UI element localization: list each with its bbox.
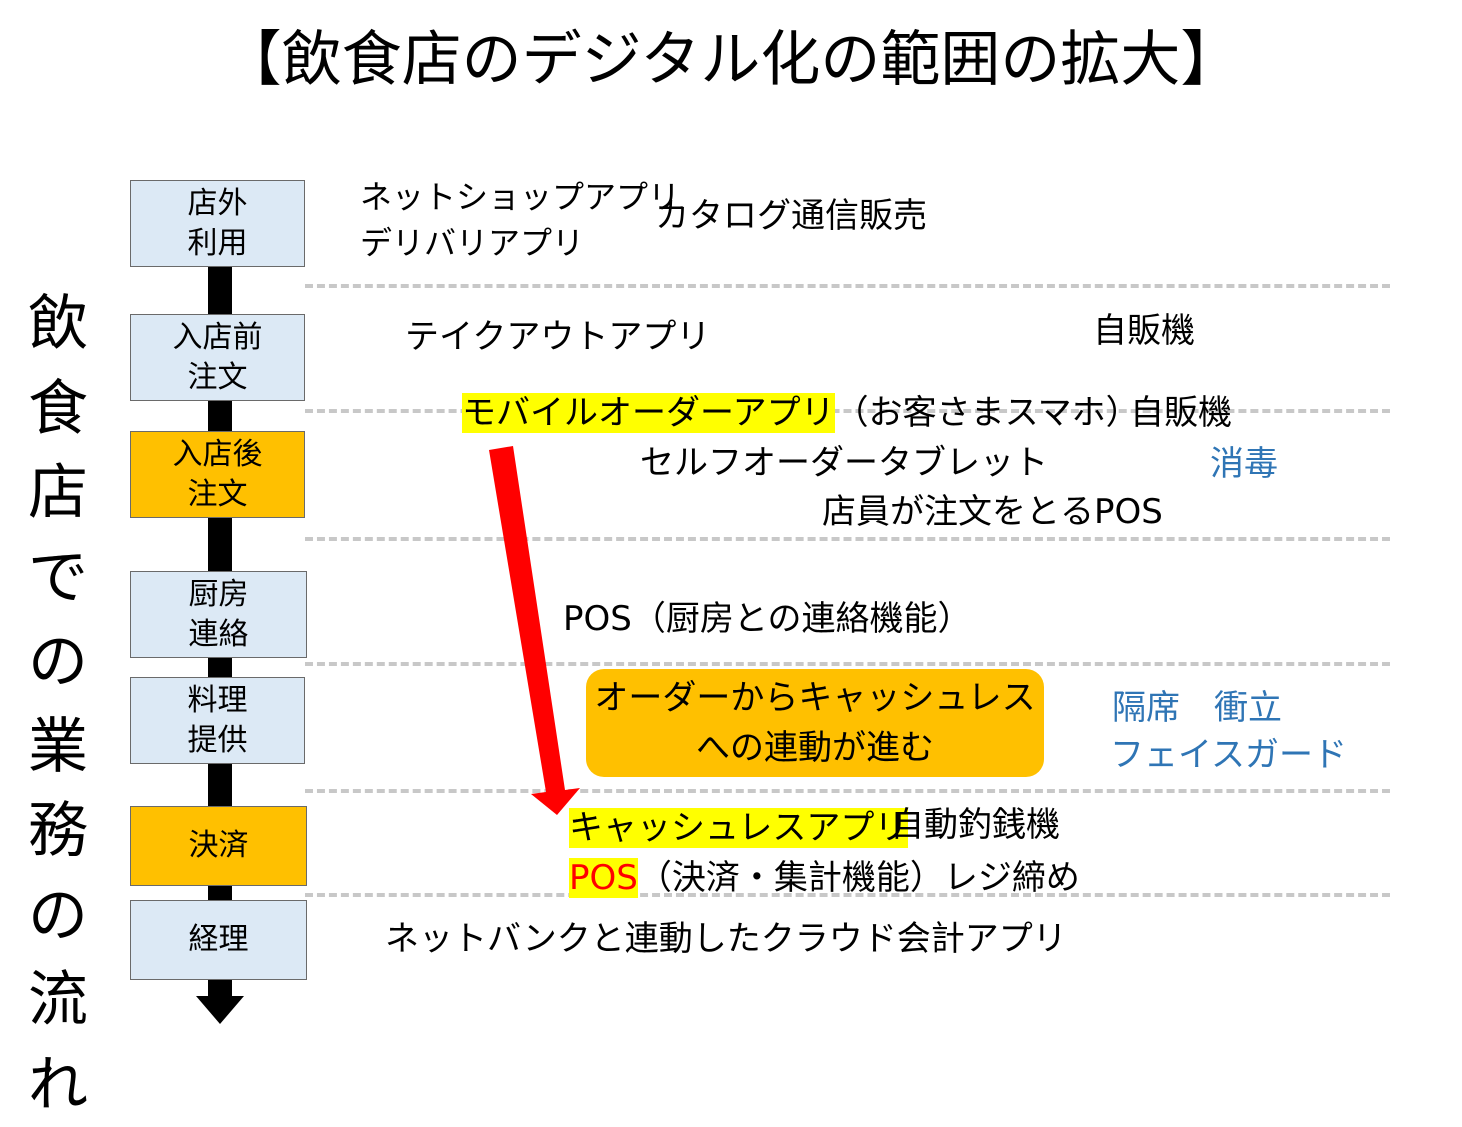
red-arrow-shape	[489, 446, 580, 815]
vertical-char: れ	[22, 1043, 94, 1127]
red-flow-arrow	[0, 0, 1462, 1044]
